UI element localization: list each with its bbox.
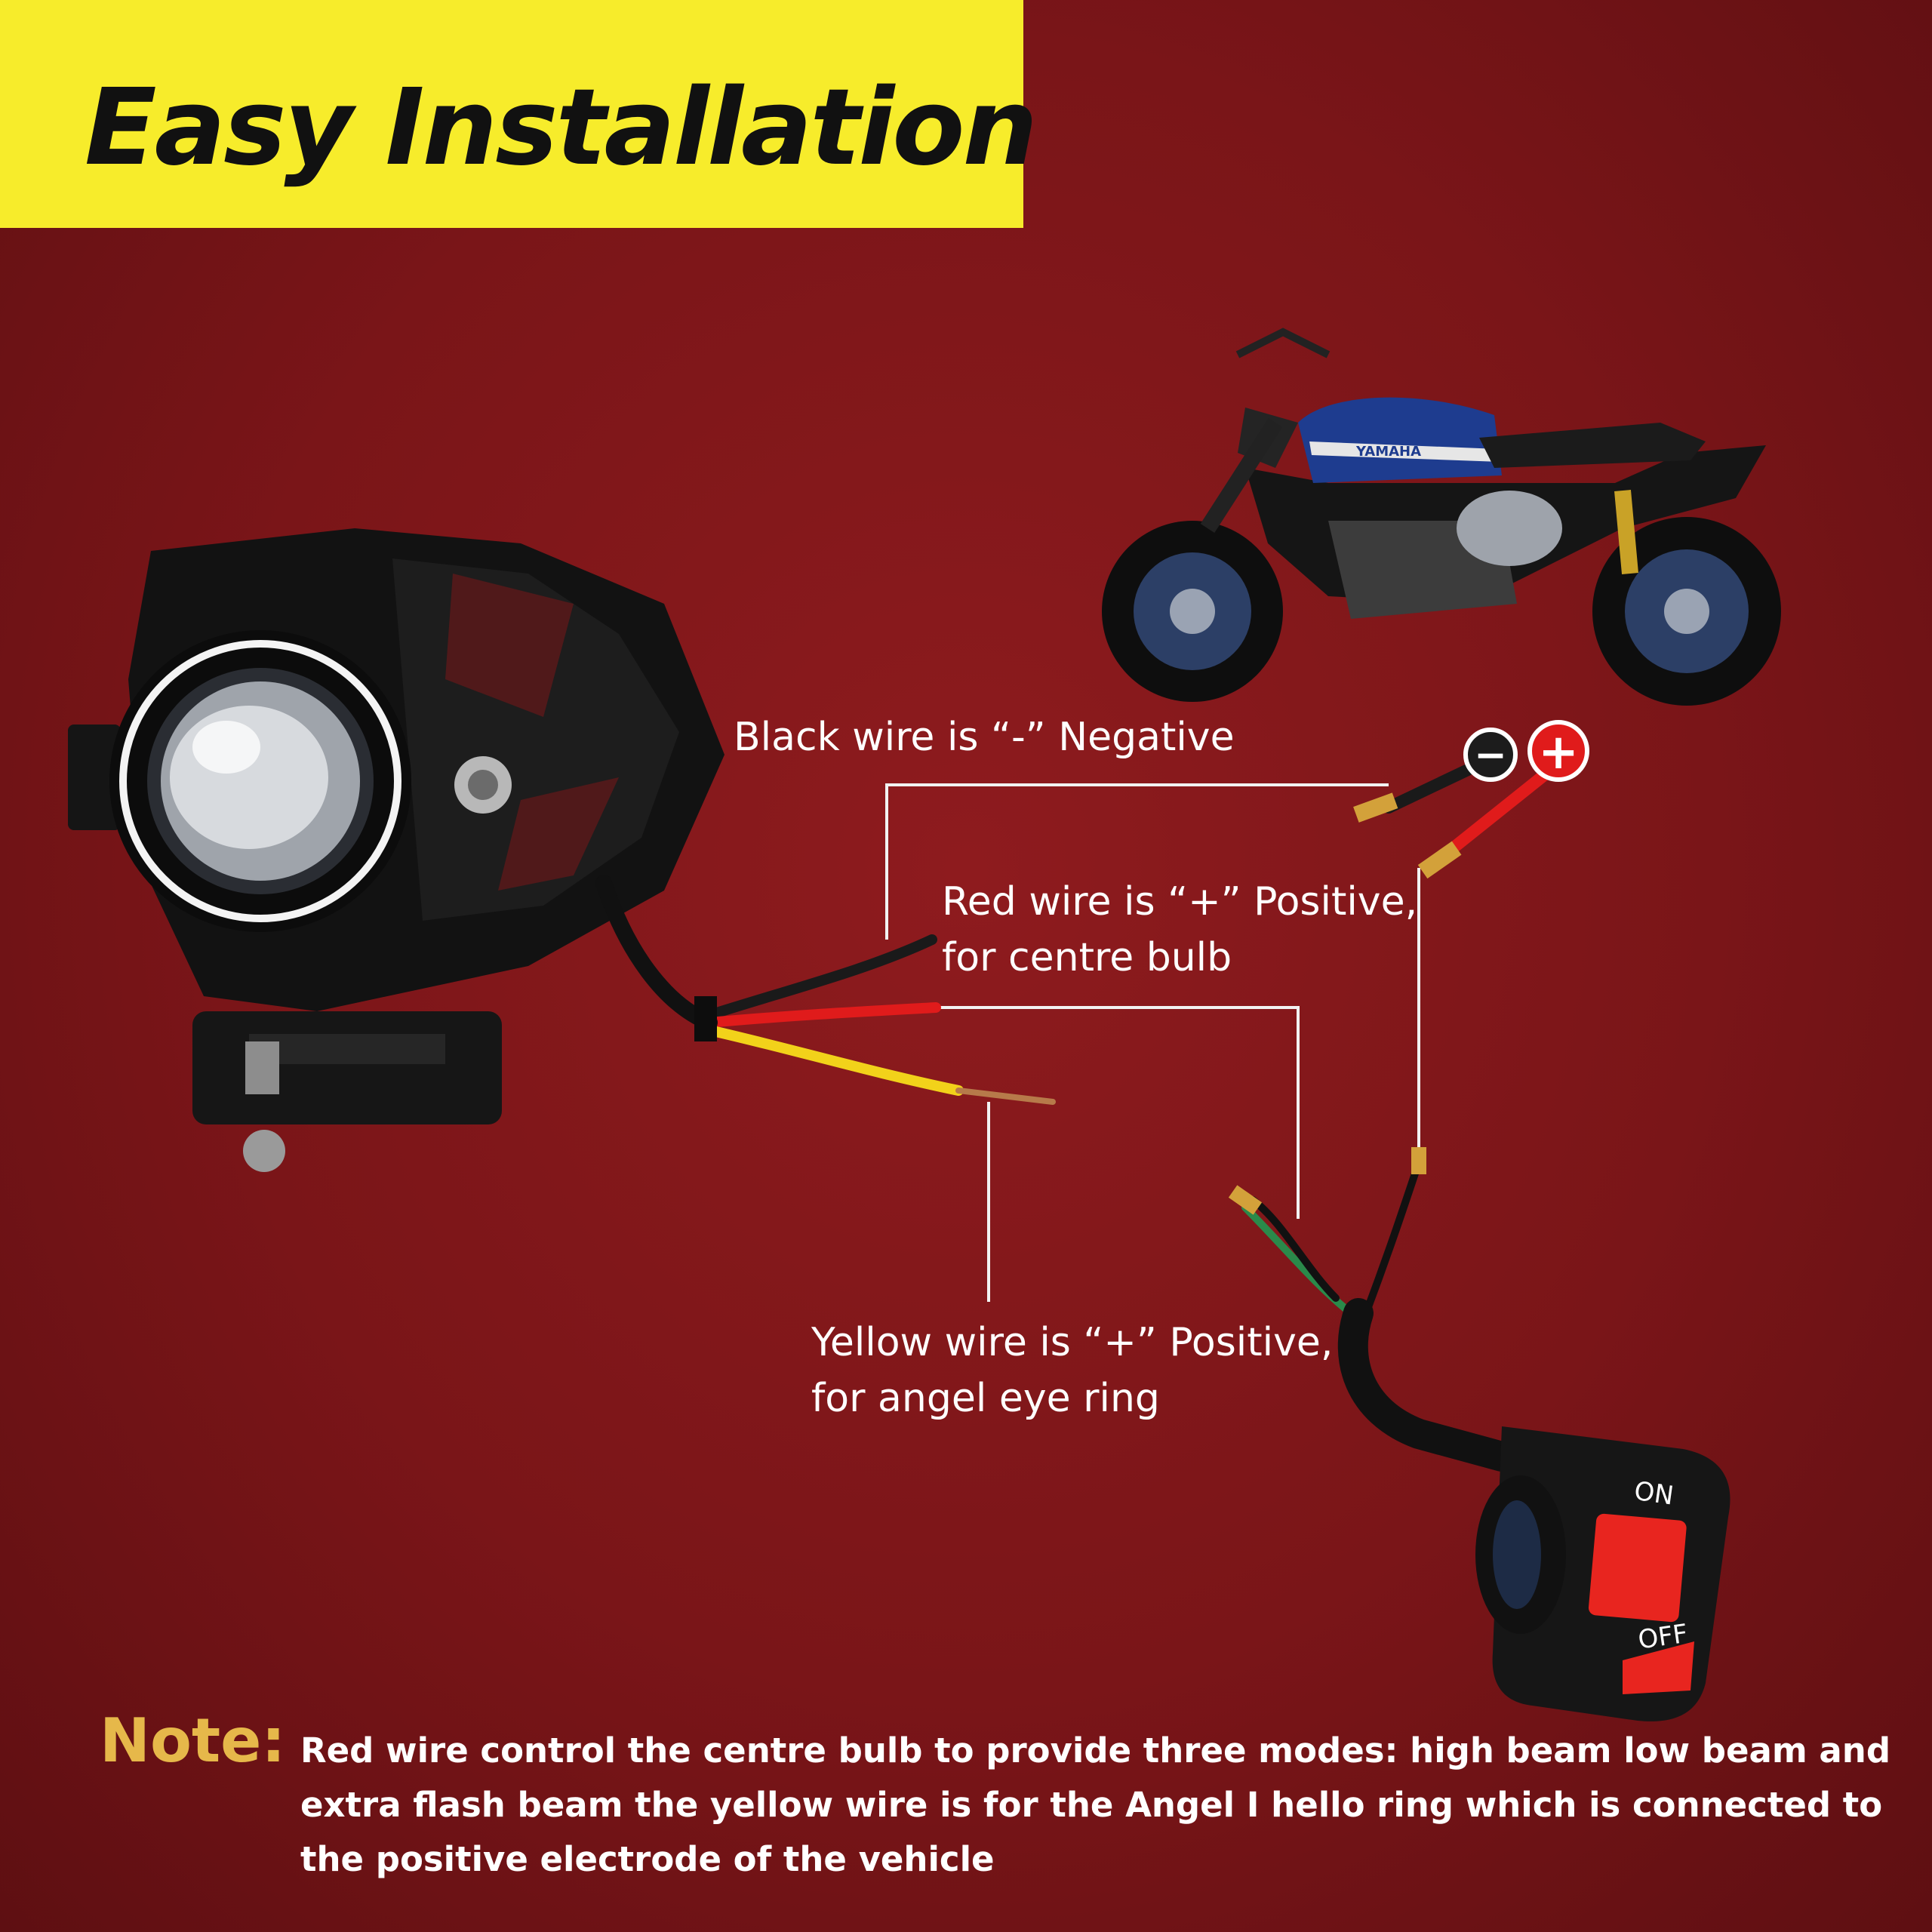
negative-terminal-icon (1463, 728, 1518, 782)
red-wire-guide-line (936, 1006, 1300, 1219)
red-wire-label-line1: Red wire is “+” Positive, (942, 879, 1418, 924)
led-headlight-image (68, 528, 724, 1172)
note-title: Note: (100, 1706, 286, 1776)
handlebar-switch-image: ON OFF (1475, 1426, 1730, 1721)
red-wire-label-line2: for centre bulb (942, 935, 1232, 980)
red-wire (704, 1002, 941, 1028)
switch-off-label: OFF (1636, 1619, 1690, 1656)
black-wire-label: Black wire is “-” Negative (734, 715, 1235, 760)
yellow-wire-label-line1: Yellow wire is “+” Positive, (811, 1320, 1334, 1365)
battery-terminals: − + (1353, 720, 1589, 879)
headlight-wires (595, 875, 1056, 1105)
switch-off-button (1623, 1641, 1694, 1694)
guide-lines (885, 783, 1420, 1302)
black-wire (704, 934, 937, 1020)
yellow-wire-label-line2: for angel eye ring (811, 1376, 1160, 1421)
page-title: Easy Installation (85, 66, 1038, 189)
motorcycle-image: YAMAHA (1102, 328, 1781, 706)
switch-on-label: ON (1632, 1476, 1675, 1512)
switch-wires (1228, 1147, 1517, 1472)
negative-symbol: − (1474, 733, 1507, 778)
fuel-tank (1298, 397, 1502, 483)
note-text: Red wire control the centre bulb to prov… (300, 1730, 1891, 1879)
black-wire-guide-line (885, 783, 1389, 940)
switch-on-button (1588, 1513, 1687, 1623)
positive-terminal-icon (1527, 720, 1589, 782)
tank-brand: YAMAHA (1355, 444, 1421, 460)
positive-symbol: + (1538, 724, 1579, 780)
title-banner: Easy Installation (0, 0, 1038, 228)
yellow-wire (704, 1025, 964, 1096)
